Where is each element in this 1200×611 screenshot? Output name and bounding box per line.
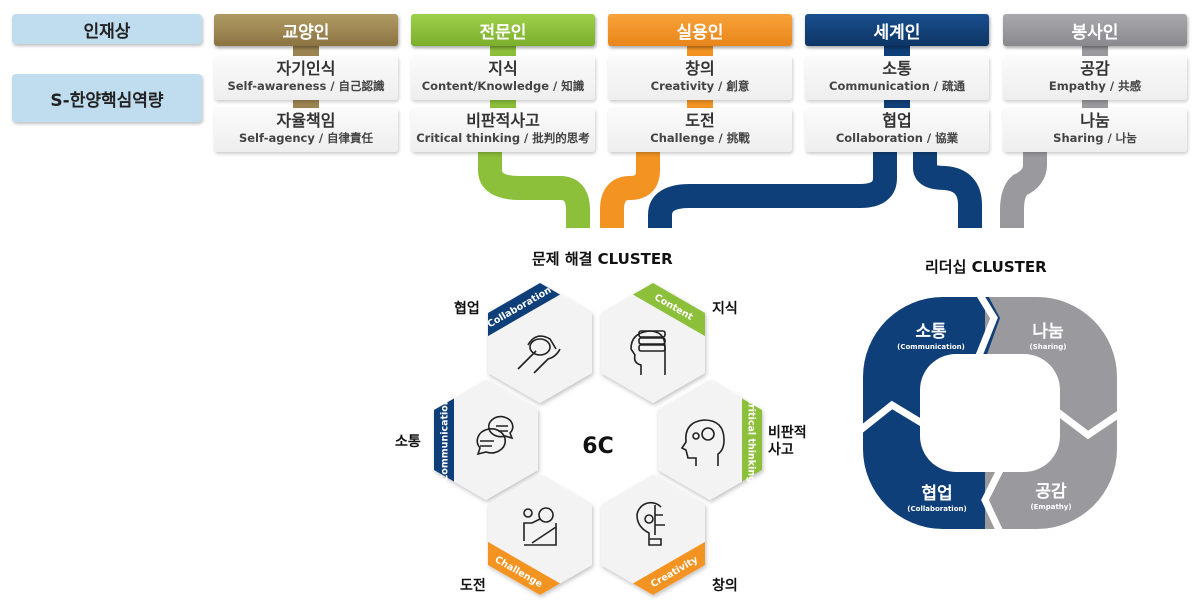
competency-name: 자율책임 (276, 111, 336, 130)
segment-collaboration-label: 협업 (921, 483, 952, 504)
climber-gear-icon (523, 507, 557, 546)
side-label-communication: 소통 (395, 434, 421, 450)
side-label-creativity: 창의 (712, 578, 738, 594)
hex-communication: Communication (434, 380, 538, 500)
competency-translation: Collaboration / 協業 (835, 131, 959, 145)
pipe-orange (600, 150, 660, 228)
pipe-gray (1000, 150, 1047, 228)
side-label-line2: 사고 (768, 442, 794, 458)
competency-translation: Self-awareness / 自己認識 (227, 79, 385, 93)
center-label: 6C (582, 434, 613, 459)
competency-name: 자기인식 (276, 59, 336, 78)
head-books-icon (630, 330, 666, 375)
competency-name: 소통 (882, 59, 912, 78)
segment-sharing-sub: (Sharing) (1030, 343, 1067, 351)
header-bongsain: 봉사인 (1003, 14, 1187, 46)
competency-translation: Creativity / 創意 (650, 79, 750, 93)
hex-content: Content (601, 283, 705, 403)
hex-band (625, 283, 705, 341)
header-jeonmunin: 전문인 (411, 14, 595, 46)
segment-empathy-sub: (Empathy) (1030, 503, 1071, 511)
pipe-navy-left (648, 150, 897, 228)
chevron-top (974, 297, 998, 360)
competency-translation: Communication / 疏通 (829, 79, 965, 93)
segment-collaboration-sub: (Collaboration) (907, 505, 966, 513)
competency-name: 지식 (488, 59, 518, 78)
competency-translation: Self-agency / 自律責任 (238, 131, 374, 145)
handshake-icon (517, 335, 561, 374)
header-segyein: 세계인 (805, 14, 989, 46)
competency-name: 도전 (685, 111, 715, 130)
hex-band-label: Communication (440, 398, 451, 481)
hex-band-label: Critical thinking (746, 397, 757, 483)
hex-band (625, 537, 705, 595)
pipe-navy-right (913, 150, 982, 228)
problem-cluster-title: 문제 해결 CLUSTER (532, 250, 673, 268)
chevron-left (863, 400, 927, 435)
competency-translation: Challenge / 挑戰 (650, 131, 750, 145)
pipe-green (478, 150, 590, 228)
leadership-cluster-title: 리더십 CLUSTER (925, 258, 1047, 276)
competency-name: 비판적사고 (466, 111, 540, 130)
chat-bubbles-icon (476, 415, 514, 456)
head-gears-icon (680, 419, 725, 466)
hex-band (488, 537, 568, 595)
competency-translation: Content/Knowledge / 知識 (421, 79, 585, 93)
ring-center (920, 354, 1060, 472)
side-label-challenge: 도전 (460, 578, 486, 594)
lightbulb-circuit-icon (636, 501, 665, 546)
segment-empathy-label: 공감 (1035, 482, 1067, 502)
competency-translation: Critical thinking / 批判的思考 (416, 131, 590, 145)
competency-label: S-한양핵심역량 (12, 74, 202, 122)
segment-communication-sub: (Communication) (897, 343, 965, 351)
competency-name: 협업 (882, 111, 912, 130)
chevron-right (1052, 407, 1117, 440)
chevron-bottom (981, 468, 1004, 529)
side-label-collaboration: 협업 (454, 301, 480, 317)
header-silyongin: 실용인 (608, 14, 792, 46)
competency-name: 창의 (685, 59, 715, 78)
competency-name: 공감 (1080, 59, 1110, 78)
competency-name: 나눔 (1080, 111, 1110, 130)
hex-band (488, 283, 568, 341)
side-label-content: 지식 (712, 301, 738, 317)
side-label-line1: 비판적 (768, 425, 807, 441)
competency-translation: Empathy / 共感 (1048, 79, 1142, 93)
segment-communication-label: 소통 (915, 322, 947, 342)
segment-sharing-label: 나눔 (1032, 322, 1064, 342)
talent-label: 인재상 (12, 14, 202, 44)
header-gyoyangin: 교양인 (214, 14, 398, 46)
hex-shape (434, 380, 538, 500)
hex-critical-thinking: Critical thinking (658, 380, 762, 500)
competency-translation: Sharing / 나눔 (1053, 131, 1137, 145)
